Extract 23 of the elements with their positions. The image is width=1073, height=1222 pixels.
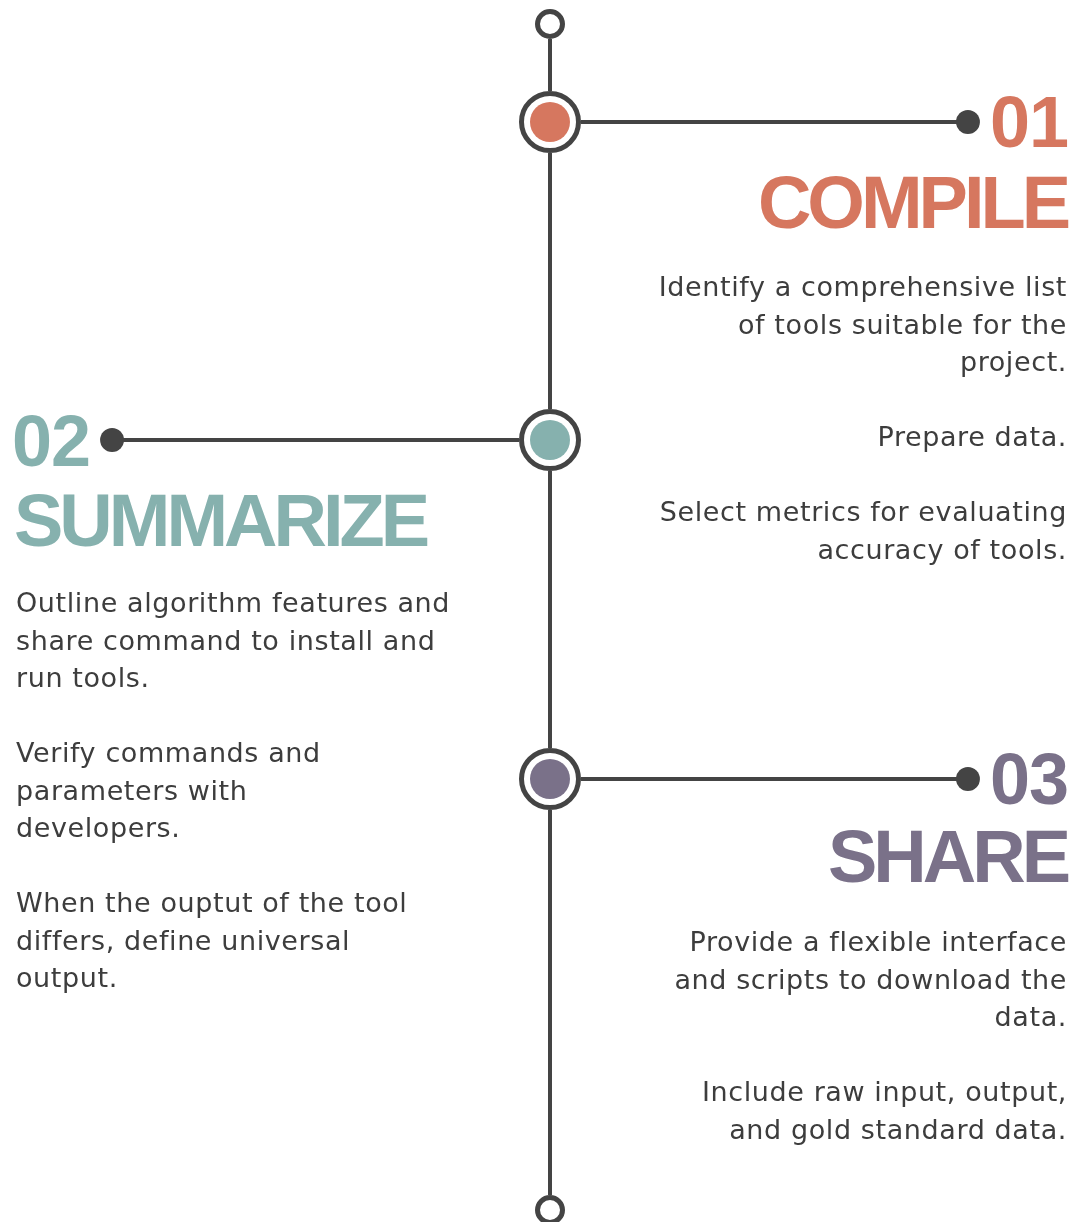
step-number: 01 — [967, 91, 1068, 153]
timeline-line — [548, 471, 552, 748]
step-heading: SHARE — [827, 826, 1067, 888]
timeline-end-circle — [535, 1195, 565, 1222]
step-description: Provide a flexible interface and scripts to download the data. — [673, 925, 1067, 1034]
step-heading: COMPILE — [757, 172, 1067, 234]
step-number: 03 — [967, 748, 1068, 810]
dot-connector — [100, 428, 519, 452]
step-description: When the ouptut of the tool differs, define universal output. — [16, 886, 409, 995]
timeline-line — [548, 810, 552, 1195]
step-description: Select metrics for evaluating accuracy of tools. — [658, 495, 1067, 567]
step-description: Identify a comprehensive list of tools suitable for the project. — [657, 270, 1067, 379]
timeline-end-circle — [535, 9, 565, 39]
step-heading: SUMMARIZE — [14, 490, 427, 552]
timeline-line — [548, 39, 552, 91]
step-description: Prepare data. — [876, 420, 1067, 454]
step-description: Include raw input, output, and gold standard data. — [700, 1075, 1067, 1147]
step-description: Outline algorithm features and share command to install and run tools. — [16, 586, 452, 695]
step-number: 02 — [12, 410, 113, 472]
dot-connector — [581, 110, 980, 134]
dot-connector — [581, 767, 980, 791]
timeline-line — [548, 153, 552, 409]
step-description: Verify commands and parameters with developers. — [16, 736, 322, 845]
